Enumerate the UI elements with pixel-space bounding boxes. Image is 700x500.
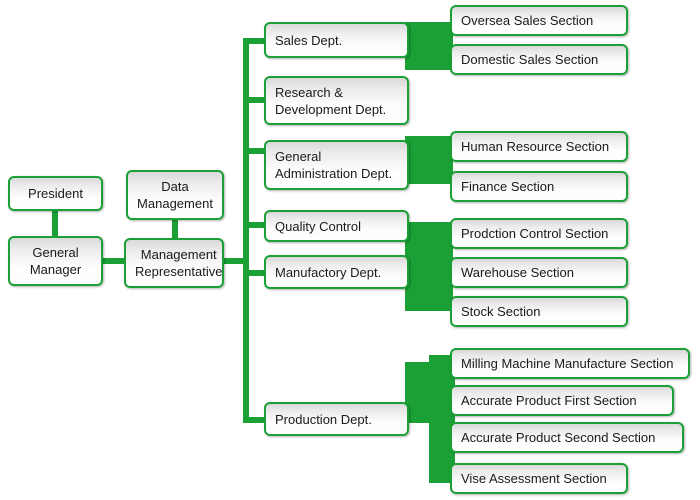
connector-data-management-representative [172, 218, 178, 240]
node-oversea-sales-section-label: Oversea Sales Section [461, 13, 594, 28]
node-milling-machine-manufacture-section-label: Milling Machine Manufacture Section [461, 356, 674, 371]
node-management-representative-label: Management Representative [135, 247, 223, 279]
node-oversea-sales-section[interactable]: Oversea Sales Section [450, 5, 628, 36]
node-sales-dept-label: Sales Dept. [275, 32, 343, 48]
connector-production-to-accurate-second [429, 435, 455, 441]
connector-trunk-to-research [243, 97, 267, 103]
node-accurate-product-second-section[interactable]: Accurate Product Second Section [450, 422, 684, 453]
node-research-development-dept-label: Research & Development Dept. [275, 84, 387, 117]
node-domestic-sales-section-label: Domestic Sales Section [461, 52, 599, 67]
connector-representative-to-trunk [220, 258, 248, 264]
connector-manufactory-block [405, 222, 453, 308]
connector-president-general-manager [52, 208, 58, 238]
node-finance-section-label: Finance Section [461, 179, 555, 194]
node-management-representative[interactable]: Management Representative [124, 238, 224, 288]
connector-manufactory-to-prodction-control [405, 228, 455, 234]
node-general-administration-dept-label: General Administration Dept. [275, 149, 393, 181]
node-data-management-label: Data Management [137, 179, 213, 211]
node-data-management[interactable]: Data Management [126, 170, 224, 220]
node-production-dept[interactable]: Production Dept. [264, 402, 409, 436]
node-research-development-dept[interactable]: Research & Development Dept. [264, 76, 409, 125]
node-finance-section[interactable]: Finance Section [450, 171, 628, 202]
connector-sales-to-oversea [405, 22, 455, 28]
connector-trunk-to-sales [243, 38, 267, 44]
connector-trunk-to-general-administration [243, 148, 267, 154]
node-president-label: President [28, 186, 83, 201]
node-president[interactable]: President [8, 176, 103, 211]
connector-trunk-to-quality-control [243, 222, 267, 228]
connector-production-to-vise [429, 477, 455, 483]
connector-main-trunk [243, 38, 249, 423]
connector-production-to-accurate-first [405, 398, 455, 404]
connector-manufactory-to-stock [405, 305, 455, 311]
connector-production-stem [405, 365, 435, 423]
connector-trunk-to-production [243, 417, 267, 423]
node-accurate-product-second-section-label: Accurate Product Second Section [461, 430, 656, 445]
node-domestic-sales-section[interactable]: Domestic Sales Section [450, 44, 628, 75]
connector-sales-to-domestic [405, 60, 455, 66]
node-prodction-control-section[interactable]: Prodction Control Section [450, 218, 628, 249]
node-warehouse-section[interactable]: Warehouse Section [450, 257, 628, 288]
node-vise-assessment-section[interactable]: Vise Assessment Section [450, 463, 628, 494]
node-human-resource-section[interactable]: Human Resource Section [450, 131, 628, 162]
connector-production-to-milling [405, 362, 455, 368]
node-production-dept-label: Production Dept. [275, 411, 372, 427]
connector-admin-to-human-resource [405, 136, 455, 142]
node-accurate-product-first-section[interactable]: Accurate Product First Section [450, 385, 674, 416]
node-sales-dept[interactable]: Sales Dept. [264, 22, 409, 58]
node-general-administration-dept[interactable]: General Administration Dept. [264, 140, 409, 190]
node-accurate-product-first-section-label: Accurate Product First Section [461, 393, 637, 408]
node-quality-control-label: Quality Control [275, 218, 361, 234]
node-warehouse-section-label: Warehouse Section [461, 265, 574, 280]
connector-admin-to-finance [405, 176, 455, 182]
node-quality-control[interactable]: Quality Control [264, 210, 409, 242]
node-stock-section[interactable]: Stock Section [450, 296, 628, 327]
node-stock-section-label: Stock Section [461, 304, 541, 319]
node-prodction-control-section-label: Prodction Control Section [461, 226, 609, 241]
node-human-resource-section-label: Human Resource Section [461, 139, 610, 154]
node-milling-machine-manufacture-section[interactable]: Milling Machine Manufacture Section [450, 348, 690, 379]
node-manufactory-dept[interactable]: Manufactory Dept. [264, 255, 409, 289]
node-manufactory-dept-label: Manufactory Dept. [275, 264, 382, 280]
connector-general-manager-to-representative [101, 258, 131, 264]
connector-trunk-to-manufactory [243, 270, 267, 276]
node-general-manager-label: General Manager [29, 245, 82, 277]
node-general-manager[interactable]: General Manager [8, 236, 103, 286]
connector-manufactory-to-warehouse [405, 266, 455, 272]
node-vise-assessment-section-label: Vise Assessment Section [461, 471, 607, 486]
